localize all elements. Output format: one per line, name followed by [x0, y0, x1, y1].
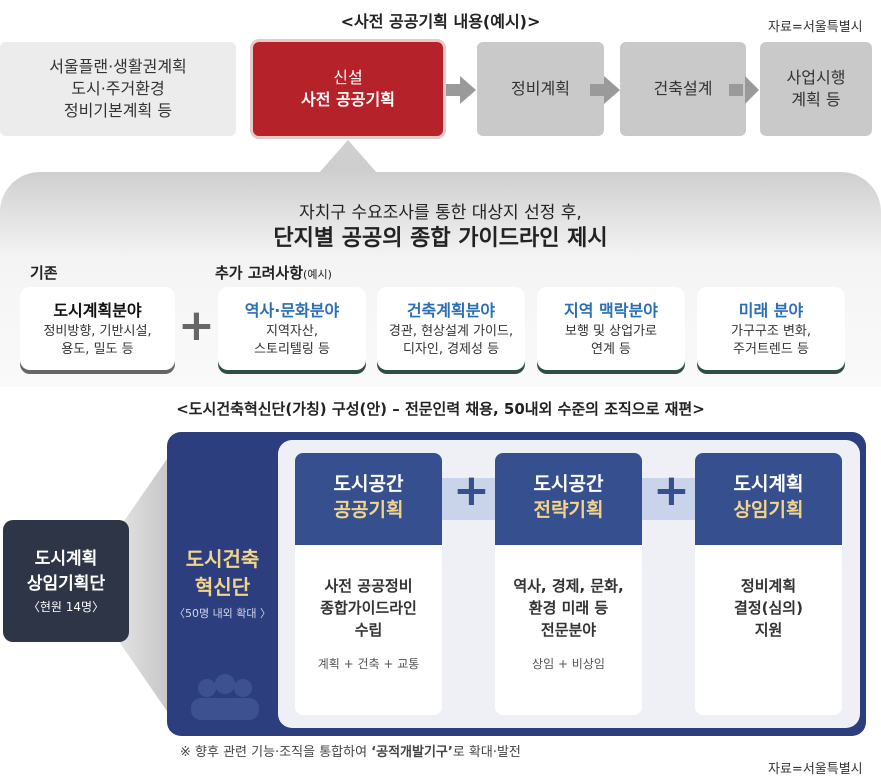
people-icon	[191, 674, 259, 720]
plus-icon: +	[453, 465, 490, 516]
arrow-right-icon	[590, 76, 620, 104]
source-label-top: 자료=서울특별시	[768, 20, 863, 35]
card-urban-planning: 도시계획분야 정비방향, 기반시설,용도, 밀도 등	[20, 287, 175, 370]
section-title-bottom: <도시건축혁신단(가칭) 구성(안) – 전문인력 채용, 50내외 수준의 조…	[176, 400, 705, 418]
side-team-box: 도시계획 상임기획단 〈현원 14명〉	[3, 520, 129, 642]
flow-step-architecture-design: 건축설계	[620, 42, 746, 136]
arrow-right-icon	[729, 76, 759, 104]
source-label-bottom: 자료=서울특별시	[768, 762, 863, 777]
section-title-top: <사전 공공기획 내용(예시)>	[340, 12, 541, 31]
flow-step-maintenance-plan: 정비계획	[477, 42, 604, 136]
plus-icon: +	[178, 300, 215, 351]
pointer-triangle	[318, 140, 378, 174]
arrow-right-icon	[446, 76, 476, 104]
plus-icon: +	[653, 465, 690, 516]
innovation-team-label: 도시건축 혁신단 〈50명 내외 확대 〉	[173, 547, 272, 620]
existing-label: 기존	[30, 264, 58, 282]
card-future: 미래 분야 가구구조 변화,주거트렌드 등	[697, 287, 845, 370]
card-history-culture: 역사·문화분야 지역자산,스토리텔링 등	[218, 287, 366, 370]
additional-label: 추가 고려사항(예시)	[215, 264, 332, 282]
card-architecture: 건축계획분야 경관, 현상설계 가이드,디자인, 경제성 등	[377, 287, 525, 370]
guideline-subtitle: 자치구 수요조사를 통한 대상지 선정 후,	[299, 203, 582, 223]
footnote: ※ 향후 관련 기능·조직을 통합하여 ‘공적개발기구’로 확대·발전	[180, 745, 521, 760]
guideline-headline: 단지별 공공의 종합 가이드라인 제시	[273, 226, 608, 251]
